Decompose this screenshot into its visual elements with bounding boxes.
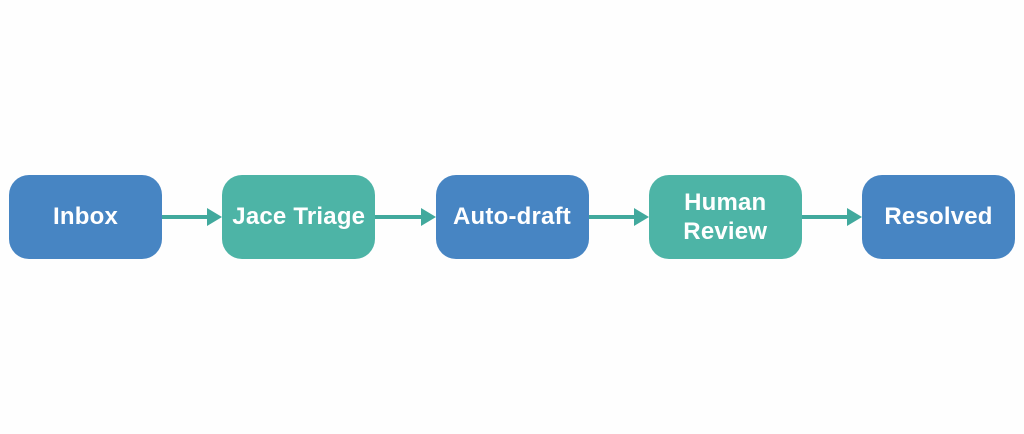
flow-node-label: Auto-draft <box>453 203 571 231</box>
arrow-right-icon <box>420 208 436 226</box>
flow-node-auto-draft: Auto-draft <box>435 175 589 259</box>
flow-arrow <box>588 175 649 259</box>
arrow-shaft <box>162 215 208 219</box>
arrow-right-icon <box>847 208 862 226</box>
flow-node-resolved: Resolved <box>862 175 1015 259</box>
flow-node-label: Resolved <box>884 203 993 231</box>
flow-node-label: Human Review <box>683 188 768 245</box>
arrow-shaft <box>588 215 634 219</box>
flow-arrow <box>801 175 862 259</box>
flow-node-label: Inbox <box>53 203 118 231</box>
flow-row: Inbox Jace Triage Auto-draft Human Revie… <box>0 175 1024 259</box>
flow-node-label: Jace Triage <box>232 203 366 231</box>
flow-node-jace-triage: Jace Triage <box>222 175 376 259</box>
arrow-shaft <box>375 215 421 219</box>
arrow-shaft <box>801 215 847 219</box>
flow-arrow <box>375 175 436 259</box>
flow-node-inbox: Inbox <box>9 175 162 259</box>
arrow-right-icon <box>633 208 649 226</box>
flow-arrow <box>162 175 223 259</box>
arrow-right-icon <box>207 208 223 226</box>
flow-node-human-review: Human Review <box>648 175 802 259</box>
